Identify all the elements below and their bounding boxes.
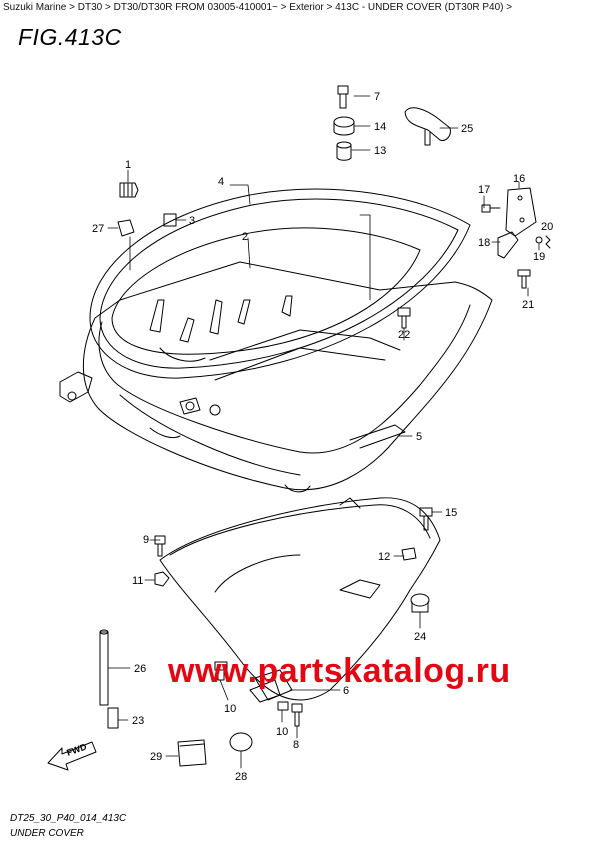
part-label-6[interactable]: 6: [343, 685, 349, 697]
part-label-3[interactable]: 3: [189, 215, 195, 227]
bolt-7[interactable]: [337, 85, 349, 109]
spring-20[interactable]: [545, 235, 551, 249]
rubber-pad-29[interactable]: [177, 739, 207, 767]
bracket-16[interactable]: [505, 187, 537, 237]
fitting-23[interactable]: [107, 707, 119, 729]
grommet-12[interactable]: [401, 547, 417, 561]
part-label-14[interactable]: 14: [374, 121, 386, 133]
part-label-23[interactable]: 23: [132, 715, 144, 727]
part-label-9[interactable]: 9: [143, 534, 149, 546]
part-label-10-left[interactable]: 10: [224, 703, 236, 715]
bolt-15[interactable]: [419, 507, 433, 531]
breadcrumb-separator: >: [506, 2, 513, 13]
lever-25[interactable]: [404, 107, 451, 146]
under-cover-body[interactable]: [59, 261, 493, 493]
nut-11[interactable]: [154, 571, 170, 587]
part-label-11[interactable]: 11: [132, 575, 143, 587]
breadcrumb-item-model-range[interactable]: DT30/DT30R FROM 03005-410001~: [113, 2, 278, 13]
figure-title: FIG.413C: [18, 24, 122, 50]
part-label-21[interactable]: 21: [522, 299, 534, 311]
breadcrumb-separator: >: [280, 2, 287, 13]
bracket-left: [59, 371, 93, 403]
part-label-8[interactable]: 8: [293, 739, 299, 751]
bolt-17[interactable]: [481, 204, 501, 213]
part-label-26[interactable]: 26: [134, 663, 146, 675]
cover-seal[interactable]: [89, 188, 471, 379]
part-label-5[interactable]: 5: [416, 431, 422, 443]
part-label-4[interactable]: 4: [218, 176, 224, 188]
part-label-2[interactable]: 2: [242, 231, 248, 243]
breadcrumb-item-exterior[interactable]: Exterior: [289, 2, 324, 13]
forward-arrow-icon: [47, 741, 97, 771]
part-label-1[interactable]: 1: [125, 159, 131, 171]
hose-26[interactable]: [99, 629, 109, 706]
grommet-14[interactable]: [333, 116, 355, 136]
under-cover-seal-inner[interactable]: [111, 227, 421, 355]
breadcrumb-separator: >: [326, 2, 333, 13]
part-label-16[interactable]: 16: [513, 173, 525, 185]
part-label-24[interactable]: 24: [414, 631, 426, 643]
collar-13[interactable]: [336, 141, 352, 161]
breadcrumb-item-current[interactable]: 413C - UNDER COVER (DT30R P40): [335, 2, 504, 13]
part-label-28[interactable]: 28: [235, 771, 247, 783]
part-label-13[interactable]: 13: [374, 145, 386, 157]
part-label-12[interactable]: 12: [378, 551, 390, 563]
part-label-22[interactable]: 22: [398, 329, 410, 341]
lower-cover[interactable]: [159, 497, 441, 703]
plug-24[interactable]: [410, 593, 430, 613]
part-label-15[interactable]: 15: [445, 507, 457, 519]
bolt-8[interactable]: [291, 703, 303, 727]
breadcrumb-separator: >: [105, 2, 111, 13]
screw-1[interactable]: [119, 182, 139, 198]
plug-28[interactable]: [229, 732, 253, 752]
part-label-29[interactable]: 29: [150, 751, 162, 763]
screw-22[interactable]: [397, 307, 411, 329]
lever-18[interactable]: [497, 231, 519, 259]
part-label-27[interactable]: 27: [92, 223, 104, 235]
bolt-9[interactable]: [154, 535, 166, 557]
part-label-17[interactable]: 17: [478, 184, 490, 196]
watermark: www.partskatalog.ru: [168, 652, 511, 690]
clip-27[interactable]: [117, 219, 135, 237]
part-label-10-right[interactable]: 10: [276, 726, 288, 738]
bolt-10-left[interactable]: [214, 661, 228, 681]
washer-19[interactable]: [535, 236, 543, 244]
figure-code: DT25_30_P40_014_413C: [10, 813, 127, 824]
bolt-10-right[interactable]: [277, 701, 289, 711]
part-label-19[interactable]: 19: [533, 251, 545, 263]
breadcrumb: Suzuki Marine > DT30 > DT30/DT30R FROM 0…: [3, 2, 512, 13]
breadcrumb-separator: >: [69, 2, 75, 13]
part-label-7[interactable]: 7: [374, 91, 380, 103]
grommet-3[interactable]: [163, 213, 177, 227]
breadcrumb-item-suzuki-marine[interactable]: Suzuki Marine: [3, 2, 67, 13]
bolt-21[interactable]: [517, 269, 531, 289]
leader-lines: [107, 95, 540, 769]
lower-cover-vent: [339, 579, 381, 599]
part-label-20[interactable]: 20: [541, 221, 553, 233]
part-label-18[interactable]: 18: [478, 237, 490, 249]
figure-name: UNDER COVER: [10, 828, 84, 839]
part-label-25[interactable]: 25: [461, 123, 473, 135]
part-labels: 7 14 13 25 1 3 27 4 2 17 16 18 20 19 21 …: [92, 91, 553, 783]
breadcrumb-item-dt30[interactable]: DT30: [77, 2, 103, 13]
